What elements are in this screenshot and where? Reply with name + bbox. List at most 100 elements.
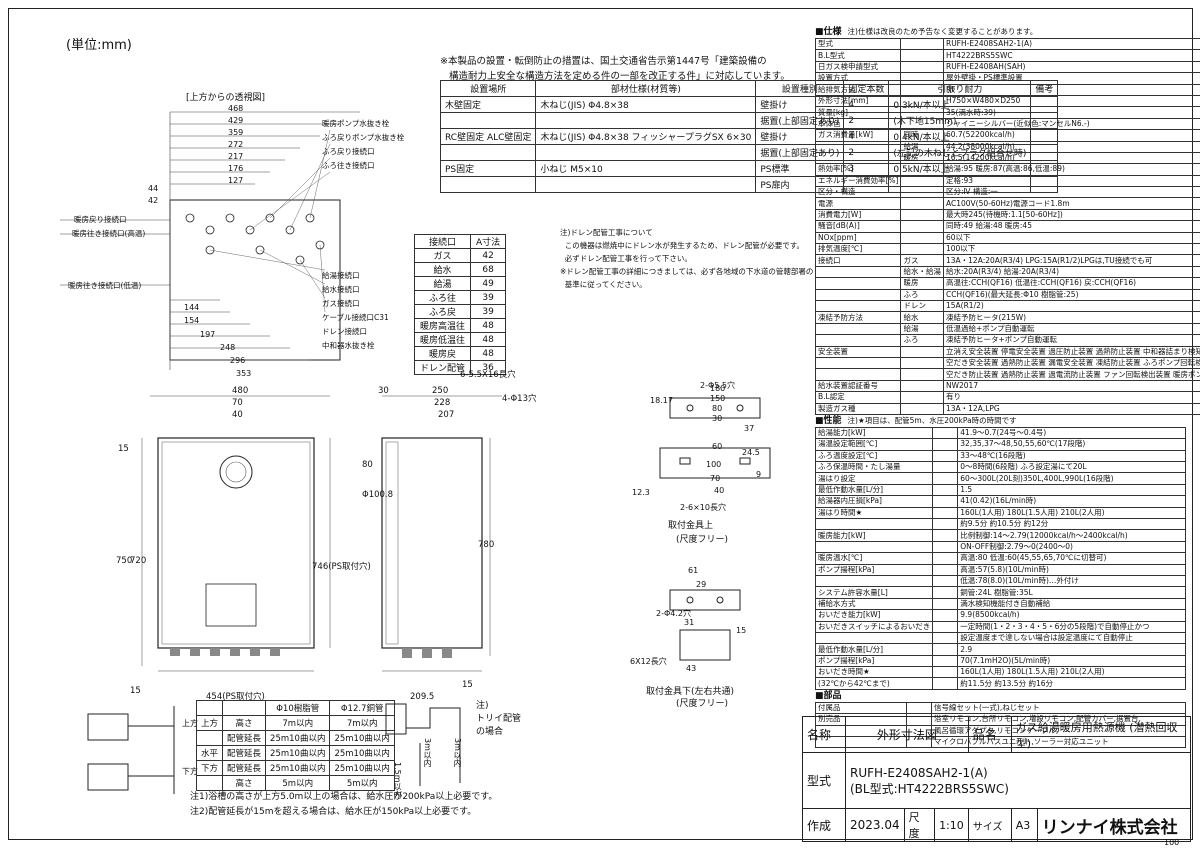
spec-subkey xyxy=(932,586,959,599)
bracket-top-dimension: 180 xyxy=(710,384,726,393)
spec-subkey xyxy=(932,609,959,622)
side-view-drawing xyxy=(381,395,502,672)
front-view-drawing xyxy=(141,395,331,672)
spec-value: 信号線セット(一式),ねじセット xyxy=(931,701,1186,715)
pipe-cell: 25m10曲以内 xyxy=(265,730,331,746)
top-view-right-label: ふろ往き接続口 xyxy=(322,161,375,170)
spec-subkey: ふろ xyxy=(900,288,944,302)
spec-key: おいだき能力[kW] xyxy=(814,609,934,622)
spec-value: HT4222BRS5SWC xyxy=(942,49,1200,62)
conn-cell: 42 xyxy=(470,248,507,263)
pipe-cell: 25m10曲以内 xyxy=(265,745,331,761)
scale-value: 1:10 xyxy=(934,808,969,842)
pipe-cell: 水平 xyxy=(195,745,224,761)
spec-value: 有り xyxy=(942,391,1200,404)
spec-row: B.L認定 有り xyxy=(814,391,1200,404)
bracket-top-dimension: 18.17 xyxy=(650,396,673,405)
spec-key: 消費電力[W] xyxy=(814,208,902,222)
spec-key xyxy=(814,356,902,370)
top-view-title: [上方からの透視図] xyxy=(186,93,266,103)
spec-value: AC100V(50-60Hz)電源コード1.8m xyxy=(942,197,1200,210)
spec-key: 日ガス検申請型式 xyxy=(814,60,902,74)
spec-value: 1.5 xyxy=(957,483,1186,497)
size-label: サイズ xyxy=(967,808,1012,842)
bracket-top-caption: 取付金具上 xyxy=(668,521,714,531)
bracket-top-dimension: 80 xyxy=(712,404,723,413)
spec-subkey: ふろ xyxy=(900,334,944,347)
conn-header: 接続口 xyxy=(413,234,472,249)
size-value: A3 xyxy=(1010,808,1038,842)
top-view-dimension: 176 xyxy=(228,164,244,173)
spec-value: RUFH-E2408SAH2-1(A) xyxy=(942,37,1200,51)
top-view-bottom-dimension: 296 xyxy=(230,356,246,365)
top-view-bottom-dimension: 144 xyxy=(184,303,200,312)
spec-key xyxy=(814,574,934,588)
pipe-side-label-up: 上方 xyxy=(182,719,198,728)
spec-row: 消費電力[W]最大時245(待機時:1.1[50-60Hz]) xyxy=(814,208,1200,222)
spec-row: ON-OFF制御:2.79〜0(2400〜0) xyxy=(814,540,1186,554)
top-view-dimension: 429 xyxy=(228,116,244,125)
spec-subkey xyxy=(932,529,959,542)
spec-row: 暖房高温往:CCH(QF16) 低温往:CCH(QF16) 戻:CCH(QF16… xyxy=(814,277,1200,290)
spec-key: 外形寸法[mm] xyxy=(814,94,902,108)
spec-key xyxy=(814,299,902,313)
spec-row: 付属品 信号線セット(一式),ねじセット xyxy=(815,701,1186,715)
spec-subkey: 給湯 xyxy=(900,322,944,336)
spec-value: 41(0.42)(16L/min時) xyxy=(957,495,1186,508)
spec-subkey xyxy=(900,379,944,393)
front-view-dimension: 746(PS取付穴) xyxy=(312,562,371,572)
top-view-right-label: ケーブル接続口C31 xyxy=(322,313,389,322)
fix-header: 部材仕様(材質等) xyxy=(535,80,757,97)
bracket-top-dimension: 30 xyxy=(712,414,723,423)
spec-row: 設定温度まで達しない場合は設定温度にて自動停止 xyxy=(814,631,1186,645)
spec-key xyxy=(814,631,934,645)
spec-value: 給水:20A(R3/4) 給湯:20A(R3/4) xyxy=(942,265,1200,279)
spec-subkey xyxy=(900,345,944,358)
spec-subkey xyxy=(900,117,944,131)
pipe-cell: 配管延長 xyxy=(222,730,267,746)
conn-cell: 48 xyxy=(470,318,507,333)
spec-value: 41.9〜0.7(24号〜0.4号) xyxy=(957,426,1186,440)
spec-row: 給水・給湯給水:20A(R3/4) 給湯:20A(R3/4) xyxy=(814,265,1200,279)
top-view-right-label: 暖房ポンプ水抜き栓 xyxy=(322,119,390,128)
spec-row: 質量[kg]35(満水時:39) xyxy=(814,106,1200,119)
side-view-dimension: 250 xyxy=(432,386,449,396)
spec-key: B.L認定 xyxy=(814,391,902,404)
conn-cell: 48 xyxy=(470,346,507,361)
spec-row: 騒音[dB(A)]同時:49 給湯:48 暖房:45 xyxy=(814,220,1200,233)
front-view-dimension: 40 xyxy=(232,410,243,420)
spec-key: 接続口 xyxy=(814,254,902,267)
spec-key xyxy=(814,288,902,302)
spec-value: 凍結予防ヒータ+ポンプ自動運転 xyxy=(942,334,1200,347)
spec-row: 給湯低温過給+ポンプ自動運転 xyxy=(814,322,1200,336)
bracket-side-scale: (尺度フリー) xyxy=(676,699,729,709)
spec-value: 高温:80 低温:60(45,55,65,70℃に切替可) xyxy=(957,552,1186,565)
pipe-cell xyxy=(195,730,224,746)
spec-subkey xyxy=(932,643,959,656)
fix-cell xyxy=(535,112,757,129)
conn-cell: 68 xyxy=(470,262,507,277)
spec-subkey xyxy=(932,654,959,668)
spec-value: 44.2(38000kcal/h) xyxy=(942,140,1200,153)
spec-value: 32,35,37〜48,50,55,60℃(17段階) xyxy=(957,438,1186,451)
unit-label: (単位:mm) xyxy=(66,38,132,53)
spec-key: 湯はり設定 xyxy=(814,472,934,485)
spec-row: 補給水方式満水検知機能付き自動補給 xyxy=(814,597,1186,611)
spec-row: 設置方式屋外壁掛・PS標準設置 xyxy=(814,72,1200,85)
conn-cell: ふろ往 xyxy=(413,290,472,305)
spec-key: 安全装置 xyxy=(814,345,902,358)
spec-value: 空だき防止装置 過熱防止装置 過電流防止装置 ファン回転検出装置 暖房ポンプ回転… xyxy=(942,368,1200,381)
spec-subkey xyxy=(932,495,959,508)
spec-subkey xyxy=(900,83,944,96)
spec-value: 銅管:24L 樹脂管:35L xyxy=(957,586,1186,599)
spec-subkey: 同時 xyxy=(900,129,944,142)
fix-header: 設置場所 xyxy=(439,80,537,97)
spec-key: ふろ保温時間・たし湯量 xyxy=(814,461,934,474)
spec-subkey xyxy=(900,368,944,381)
spec-key: 付属品 xyxy=(815,701,907,715)
